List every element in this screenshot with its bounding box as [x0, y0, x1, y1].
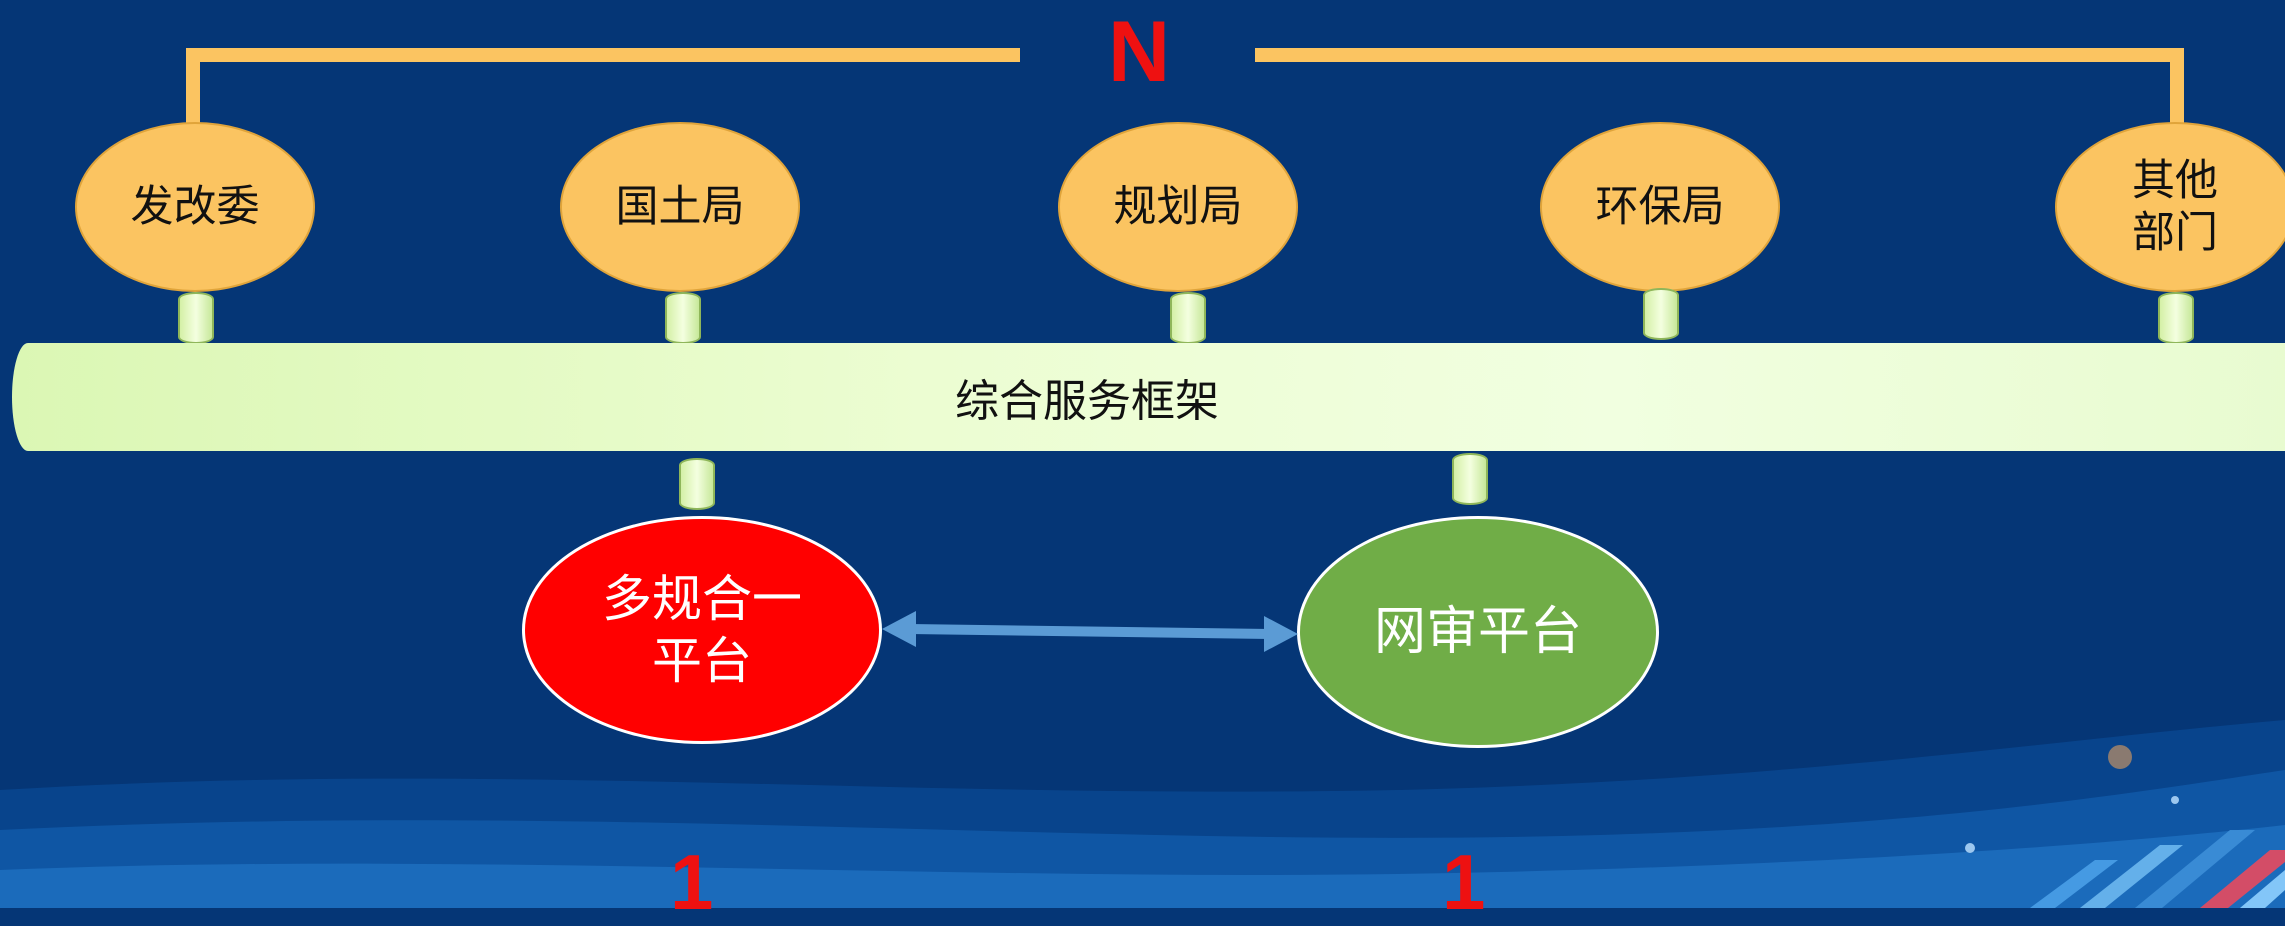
connector [2158, 292, 2194, 344]
dept-node: 环保局 [1540, 122, 1780, 292]
dept-label: 环保局 [1595, 182, 1725, 232]
connector [665, 292, 701, 344]
dept-node: 国土局 [560, 122, 800, 292]
connector [679, 458, 715, 510]
dept-node: 规划局 [1058, 122, 1298, 292]
connector [178, 292, 214, 344]
dept-label: 发改委 [130, 182, 260, 232]
platform-count-right: 1 [1442, 838, 1486, 926]
dept-node: 其他 部门 [2055, 122, 2285, 292]
dept-label: 国土局 [615, 182, 745, 232]
service-framework-bus: 综合服务框架 [12, 343, 2285, 451]
platform-node-left: 多规合一 平台 [522, 516, 882, 744]
platform-label: 网审平台 [1373, 602, 1582, 662]
bidirectional-arrow [882, 611, 1298, 652]
platform-count-left: 1 [670, 838, 714, 926]
connector [1170, 292, 1206, 344]
dept-label: 规划局 [1113, 182, 1243, 232]
connector [1452, 453, 1488, 505]
connector [1643, 288, 1679, 340]
bracket-line [186, 48, 2184, 135]
dept-label: 其他 部门 [2132, 156, 2218, 258]
dept-node: 发改委 [75, 122, 315, 292]
platform-node-right: 网审平台 [1297, 516, 1659, 748]
bus-label: 综合服务框架 [955, 376, 1219, 427]
top-count-label: N [1108, 4, 1171, 100]
platform-label: 多规合一 平台 [602, 570, 802, 690]
